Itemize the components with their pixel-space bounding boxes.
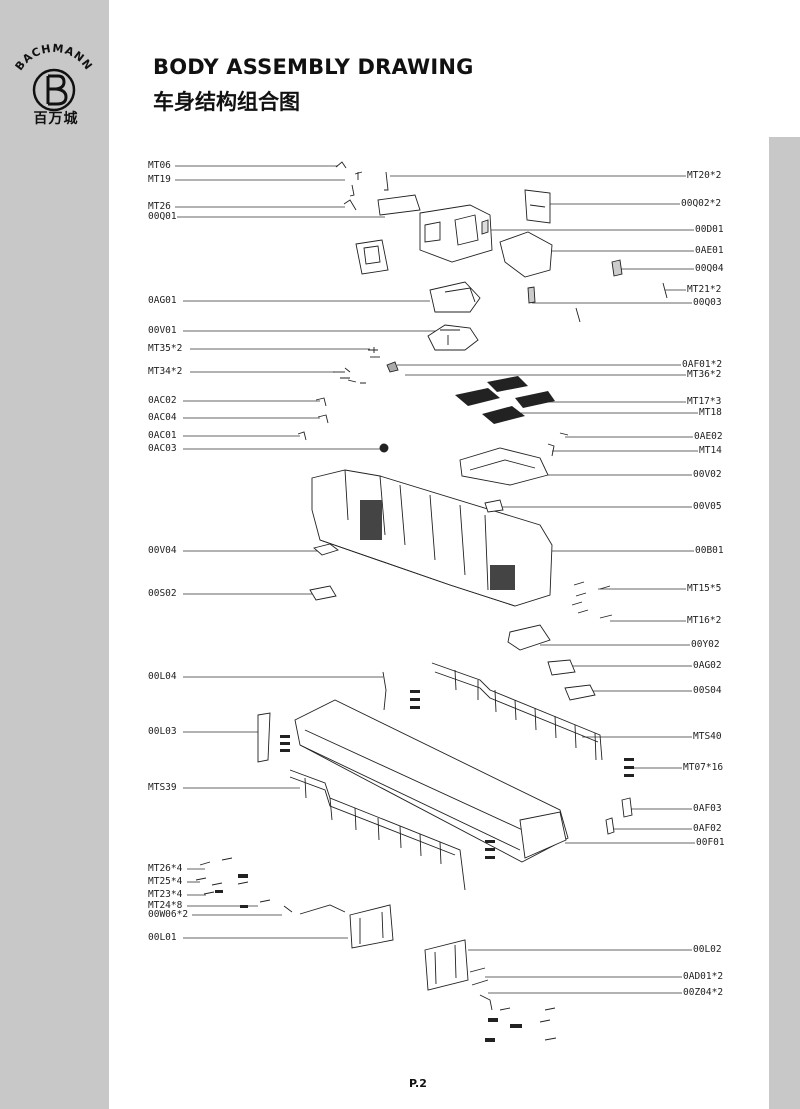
part-label-left: 00L03 <box>148 726 177 737</box>
part-label-right: 00V02 <box>693 469 722 480</box>
part-label-left: 00V04 <box>148 545 177 556</box>
part-label-right: 0AF03 <box>693 803 722 814</box>
part-label-right: 00Q04 <box>695 263 724 274</box>
part-label-right: MT07*16 <box>683 762 724 773</box>
part-label-left: 0AC02 <box>148 395 177 406</box>
part-label-left: 00L01 <box>148 932 177 943</box>
part-label-right: 00Z04*2 <box>683 987 724 998</box>
part-label-right: MT18 <box>699 407 722 418</box>
part-label-left: 0AC01 <box>148 430 177 441</box>
part-label-right: 0AE02 <box>694 431 723 442</box>
part-label-right: MT16*2 <box>687 615 722 626</box>
part-label-right: 00Q03 <box>693 297 722 308</box>
part-label-left: MT26 <box>148 201 171 212</box>
part-label-right: 00S04 <box>693 685 722 696</box>
part-label-left: 0AC04 <box>148 412 177 423</box>
part-label-right: MT36*2 <box>687 369 722 380</box>
part-label-right: MT14 <box>699 445 722 456</box>
part-label-left: MT24*8 <box>148 900 183 911</box>
part-label-left: MT06 <box>148 160 171 171</box>
part-label-right: 0AE01 <box>695 245 724 256</box>
bachmann-logo: BACHMANN <box>13 42 94 112</box>
part-label-right: MT17*3 <box>687 396 722 407</box>
part-label-right: 00V05 <box>693 501 722 512</box>
part-label-right: MTS40 <box>693 731 722 742</box>
part-label-left: MT19 <box>148 174 171 185</box>
part-label-right: MT15*5 <box>687 583 722 594</box>
part-label-left: 00L04 <box>148 671 177 682</box>
part-label-left: MT26*4 <box>148 863 183 874</box>
part-label-right: 00Y02 <box>691 639 720 650</box>
part-label-right: 00B01 <box>695 545 724 556</box>
part-label-right: MT21*2 <box>687 284 722 295</box>
part-label-left: 00S02 <box>148 588 177 599</box>
part-label-left: MT35*2 <box>148 343 183 354</box>
part-label-left: 00V01 <box>148 325 177 336</box>
part-label-left: 0AG01 <box>148 295 177 306</box>
logo-chinese-name: 百万城 <box>33 111 79 127</box>
part-label-left: MTS39 <box>148 782 177 793</box>
part-label-left: MT25*4 <box>148 876 183 887</box>
part-label-right: 0AG02 <box>693 660 722 671</box>
part-label-left: MT34*2 <box>148 366 183 377</box>
right-page-tab <box>769 137 800 1109</box>
part-label-right: 0AF01*2 <box>682 359 723 370</box>
left-sidebar <box>0 0 109 1109</box>
part-label-right: 00L02 <box>693 944 722 955</box>
page-number: P.2 <box>409 1077 427 1090</box>
page-subtitle: 车身结构组合图 <box>153 90 300 114</box>
part-label-left: 00W06*2 <box>148 909 189 920</box>
part-label-left: MT23*4 <box>148 889 183 900</box>
part-label-left: 0AC03 <box>148 443 177 454</box>
part-label-right: 00D01 <box>695 224 724 235</box>
part-label-left: 00Q01 <box>148 211 177 222</box>
part-label-right: 00Q02*2 <box>681 198 722 209</box>
part-label-right: 00F01 <box>696 837 725 848</box>
page-title: BODY ASSEMBLY DRAWING <box>153 55 474 79</box>
part-label-right: 0AD01*2 <box>683 971 724 982</box>
part-label-right: 0AF02 <box>693 823 722 834</box>
part-label-right: MT20*2 <box>687 170 722 181</box>
